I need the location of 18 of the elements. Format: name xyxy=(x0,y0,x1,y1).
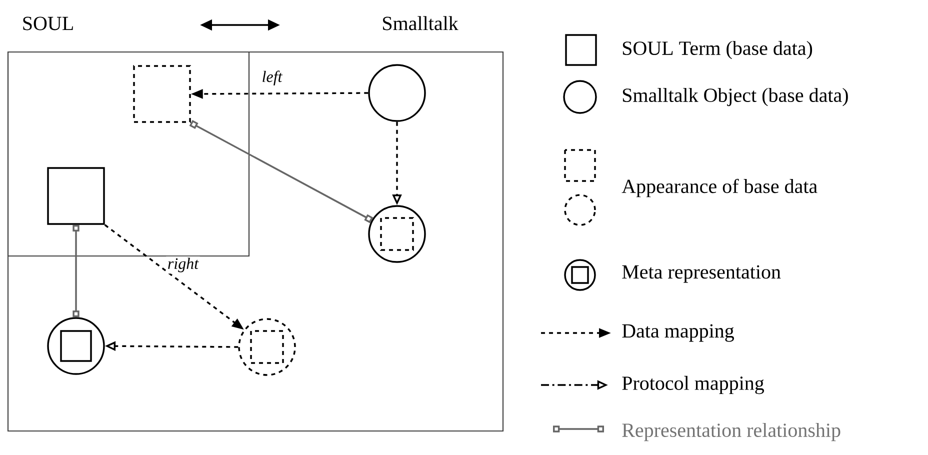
legend-text: Representation relationship xyxy=(622,422,840,442)
legend-text: Appearance of base data xyxy=(622,178,818,198)
legend-text: Protocol mapping xyxy=(622,376,764,394)
heading-text: SOUL xyxy=(23,16,73,30)
meta-circle xyxy=(368,205,426,263)
dashed-circle xyxy=(238,318,296,376)
object-circle xyxy=(368,64,426,122)
legend-text: Data mapping xyxy=(622,324,734,342)
term-square xyxy=(47,167,105,225)
legend-text: Meta representation xyxy=(622,265,781,283)
heading-text: Smalltalk xyxy=(383,16,458,30)
relationship-line xyxy=(72,224,80,318)
legend-text: SOUL Term (base data) xyxy=(622,40,812,60)
edge-label: right xyxy=(166,256,200,274)
legend-text: Smalltalk Object (base data) xyxy=(622,88,848,106)
meta-circle xyxy=(47,317,105,375)
edge-label: left xyxy=(260,69,284,87)
dashed-square xyxy=(133,65,191,123)
